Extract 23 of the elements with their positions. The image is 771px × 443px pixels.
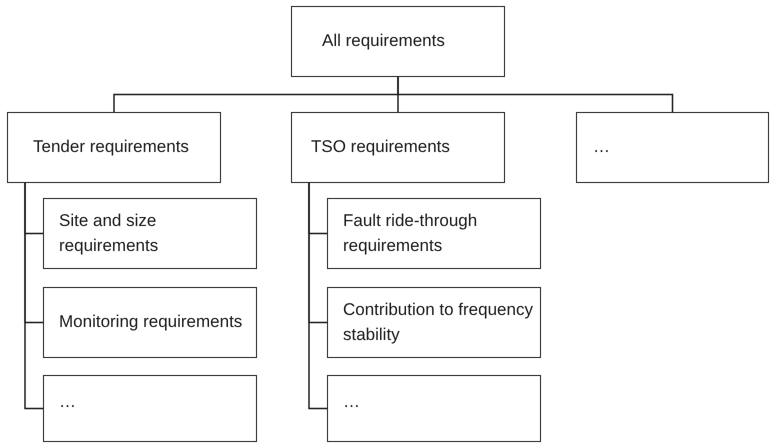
requirement-box [327, 375, 541, 442]
requirement-box [327, 198, 541, 269]
connector-line [308, 183, 327, 410]
box-label: Fault ride-through requirements [343, 210, 478, 256]
connector-line [24, 183, 43, 410]
box-label: All requirements [322, 30, 446, 52]
requirement-box [43, 287, 257, 358]
box-label: Monitoring requirements [59, 311, 244, 334]
box-label: Tender requirements [33, 136, 190, 158]
requirement-box [291, 112, 505, 183]
requirement-box [291, 6, 505, 77]
box-label: … [593, 136, 611, 158]
box-label: Contribution to frequency stability [343, 298, 534, 346]
box-label: … [343, 391, 361, 413]
requirement-box [43, 198, 257, 269]
box-label: … [59, 391, 77, 413]
requirement-box [576, 112, 769, 183]
requirement-box [43, 375, 257, 442]
box-label: Site and size requirements [59, 210, 160, 256]
box-label: TSO requirements [311, 136, 451, 158]
requirement-box [327, 287, 541, 358]
requirement-box [7, 112, 221, 183]
connector-line [397, 77, 674, 112]
